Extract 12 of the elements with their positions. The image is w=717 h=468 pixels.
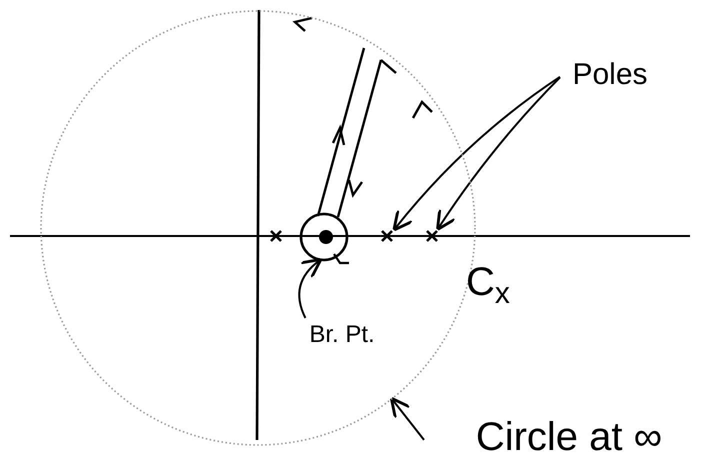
contour-label: C$_{x}$: [466, 262, 510, 302]
pole-cross: [424, 228, 440, 244]
node-text: Poles: [560, 54, 660, 96]
node-text: Br. Pt.: [296, 318, 388, 352]
pole-cross: [379, 228, 395, 244]
circle-outline: [300, 213, 348, 261]
leader-arrow: [298, 258, 322, 318]
leader-arrow: [390, 396, 425, 441]
pole-cross: [268, 228, 284, 244]
node-text: Circle at ∞: [424, 410, 714, 464]
leader-arrow: [392, 76, 561, 232]
leader-arrow: [436, 76, 561, 231]
